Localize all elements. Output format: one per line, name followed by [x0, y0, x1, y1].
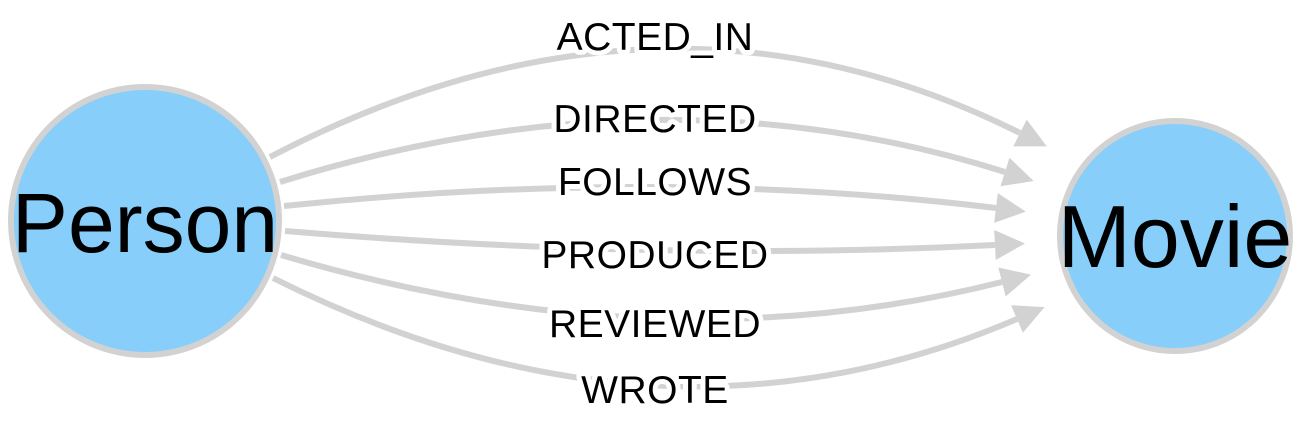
edge-line-follows [283, 183, 1026, 223]
node-label-person: Person [12, 176, 278, 270]
movie-node-circle [1057, 118, 1293, 354]
edge-label-produced: PRODUCED [541, 234, 768, 277]
node-person[interactable]: Person [8, 84, 282, 358]
node-movie[interactable]: Movie [1057, 118, 1293, 354]
edge-line-wrote [271, 275, 1045, 390]
edge-label-directed: DIRECTED [553, 98, 756, 141]
edge-label-follows: FOLLOWS [558, 161, 752, 204]
edge-reviewed[interactable]: REVIEWED [280, 252, 1032, 351]
edge-line-reviewed [280, 252, 1032, 323]
edge-label-wrote: WROTE [581, 369, 729, 412]
edge-directed[interactable]: DIRECTED [279, 93, 1034, 187]
edge-produced[interactable]: PRODUCED [284, 228, 1025, 282]
node-label-movie: Movie [1058, 187, 1293, 286]
edge-wrote[interactable]: WROTE [271, 275, 1045, 417]
edge-line-directed [279, 116, 1034, 187]
edge-follows[interactable]: FOLLOWS [283, 156, 1026, 223]
edge-line-acted-in [268, 45, 1047, 160]
edge-label-reviewed: REVIEWED [549, 303, 761, 346]
edge-line-produced [284, 228, 1025, 260]
edge-acted-in[interactable]: ACTED_IN [268, 11, 1047, 160]
edge-label-acted-in: ACTED_IN [557, 16, 754, 59]
edges: ACTED_IN DIRECTED FOLLOWS PRODUCED REVIE… [268, 11, 1047, 417]
person-node-circle [8, 84, 282, 358]
